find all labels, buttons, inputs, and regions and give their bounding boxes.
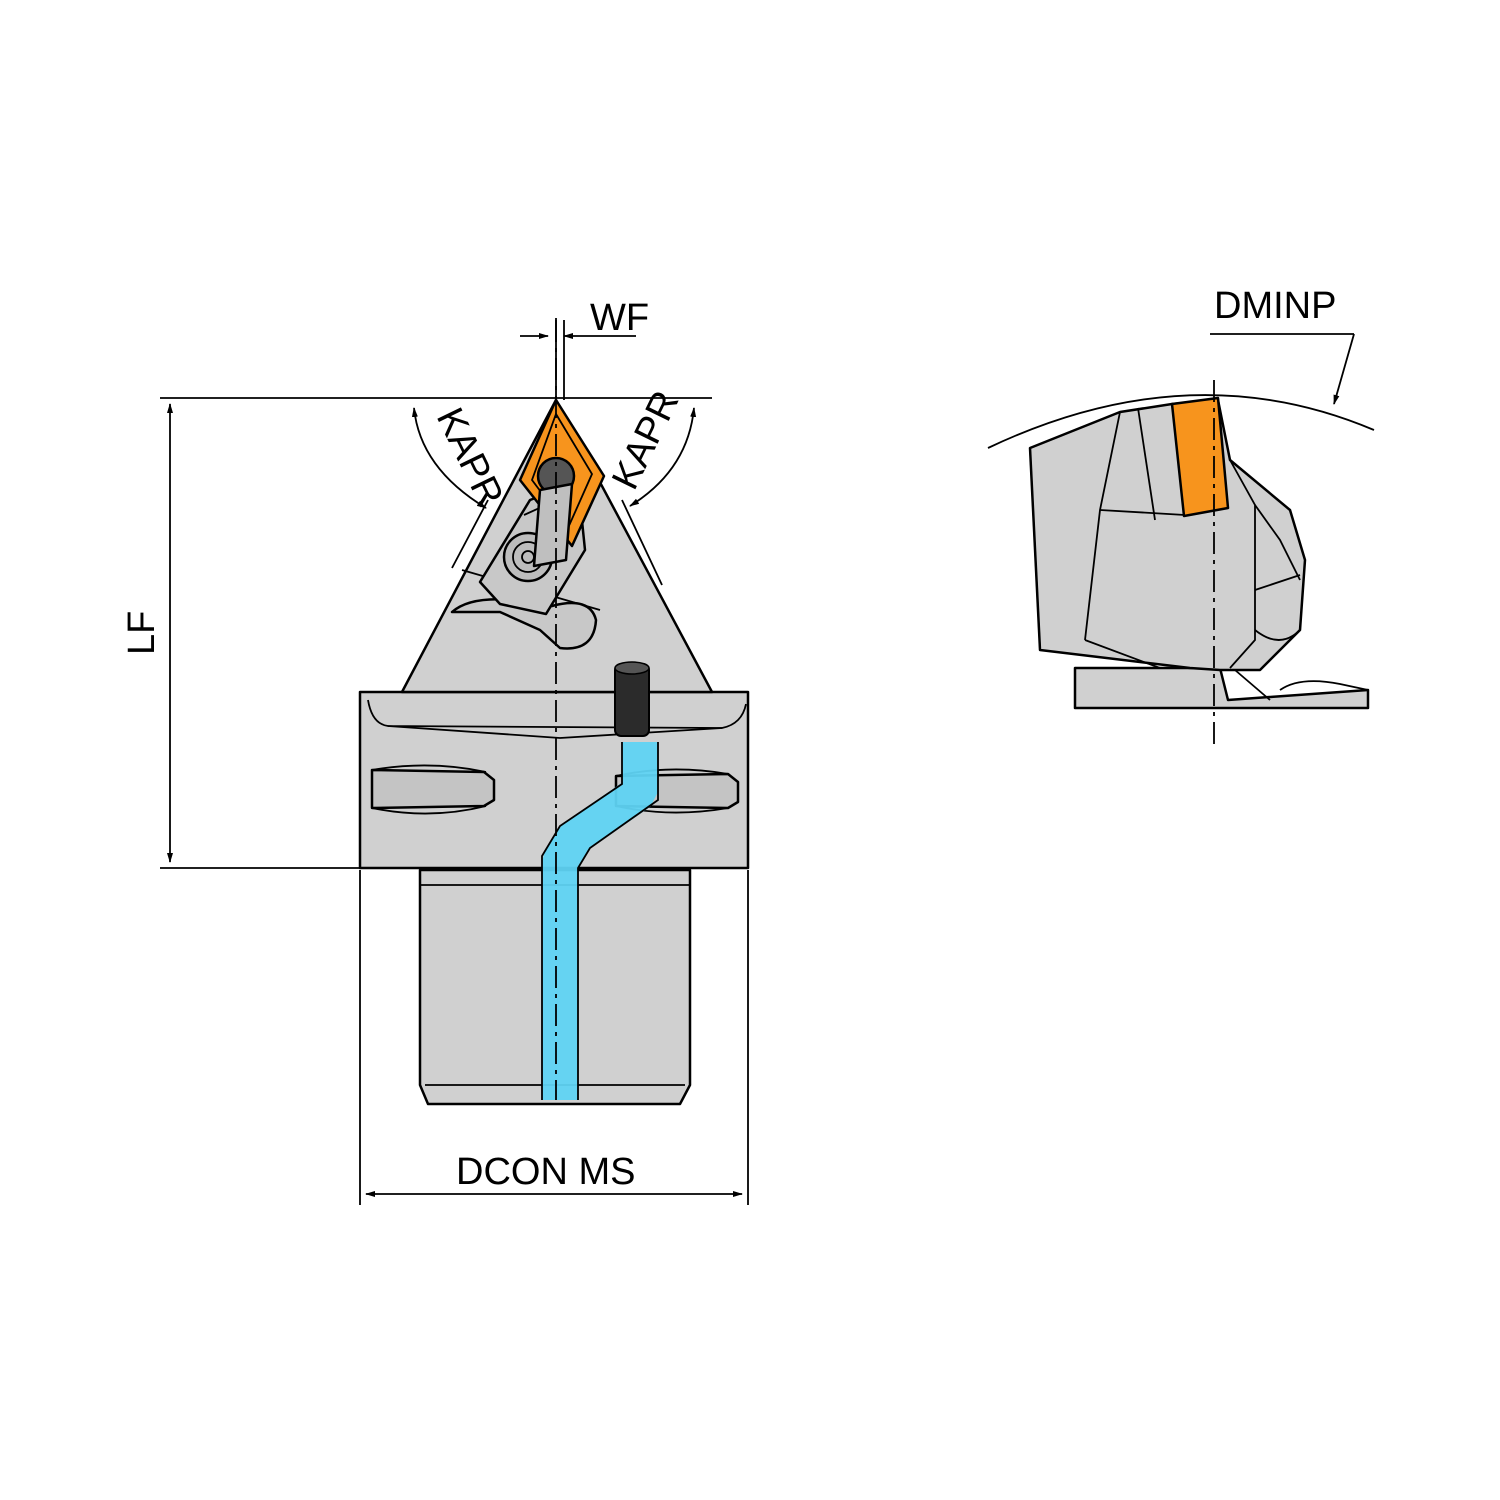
dcon-ms-label: DCON MS — [456, 1151, 635, 1193]
coolant-channel — [542, 742, 658, 1100]
front-view — [358, 320, 750, 1106]
coolant-nozzle — [614, 661, 650, 737]
dim-lf: LF — [121, 397, 712, 869]
dminp-label: DMINP — [1214, 285, 1336, 327]
tool-head — [358, 690, 750, 870]
side-view: DMINP — [987, 285, 1375, 745]
kapr-left-label: KAPR — [428, 402, 511, 513]
dim-dcon: DCON MS — [359, 870, 749, 1205]
slot-left — [370, 768, 496, 810]
dim-wf: WF — [520, 297, 649, 400]
coolant-outline — [541, 742, 659, 1100]
dminp-arc — [987, 394, 1375, 449]
dim-kapr-left: KAPR — [411, 402, 511, 513]
dim-kapr-right: KAPR — [604, 385, 697, 507]
kapr-right-label: KAPR — [604, 385, 687, 496]
lf-label: LF — [121, 611, 163, 655]
wf-label: WF — [590, 297, 649, 339]
